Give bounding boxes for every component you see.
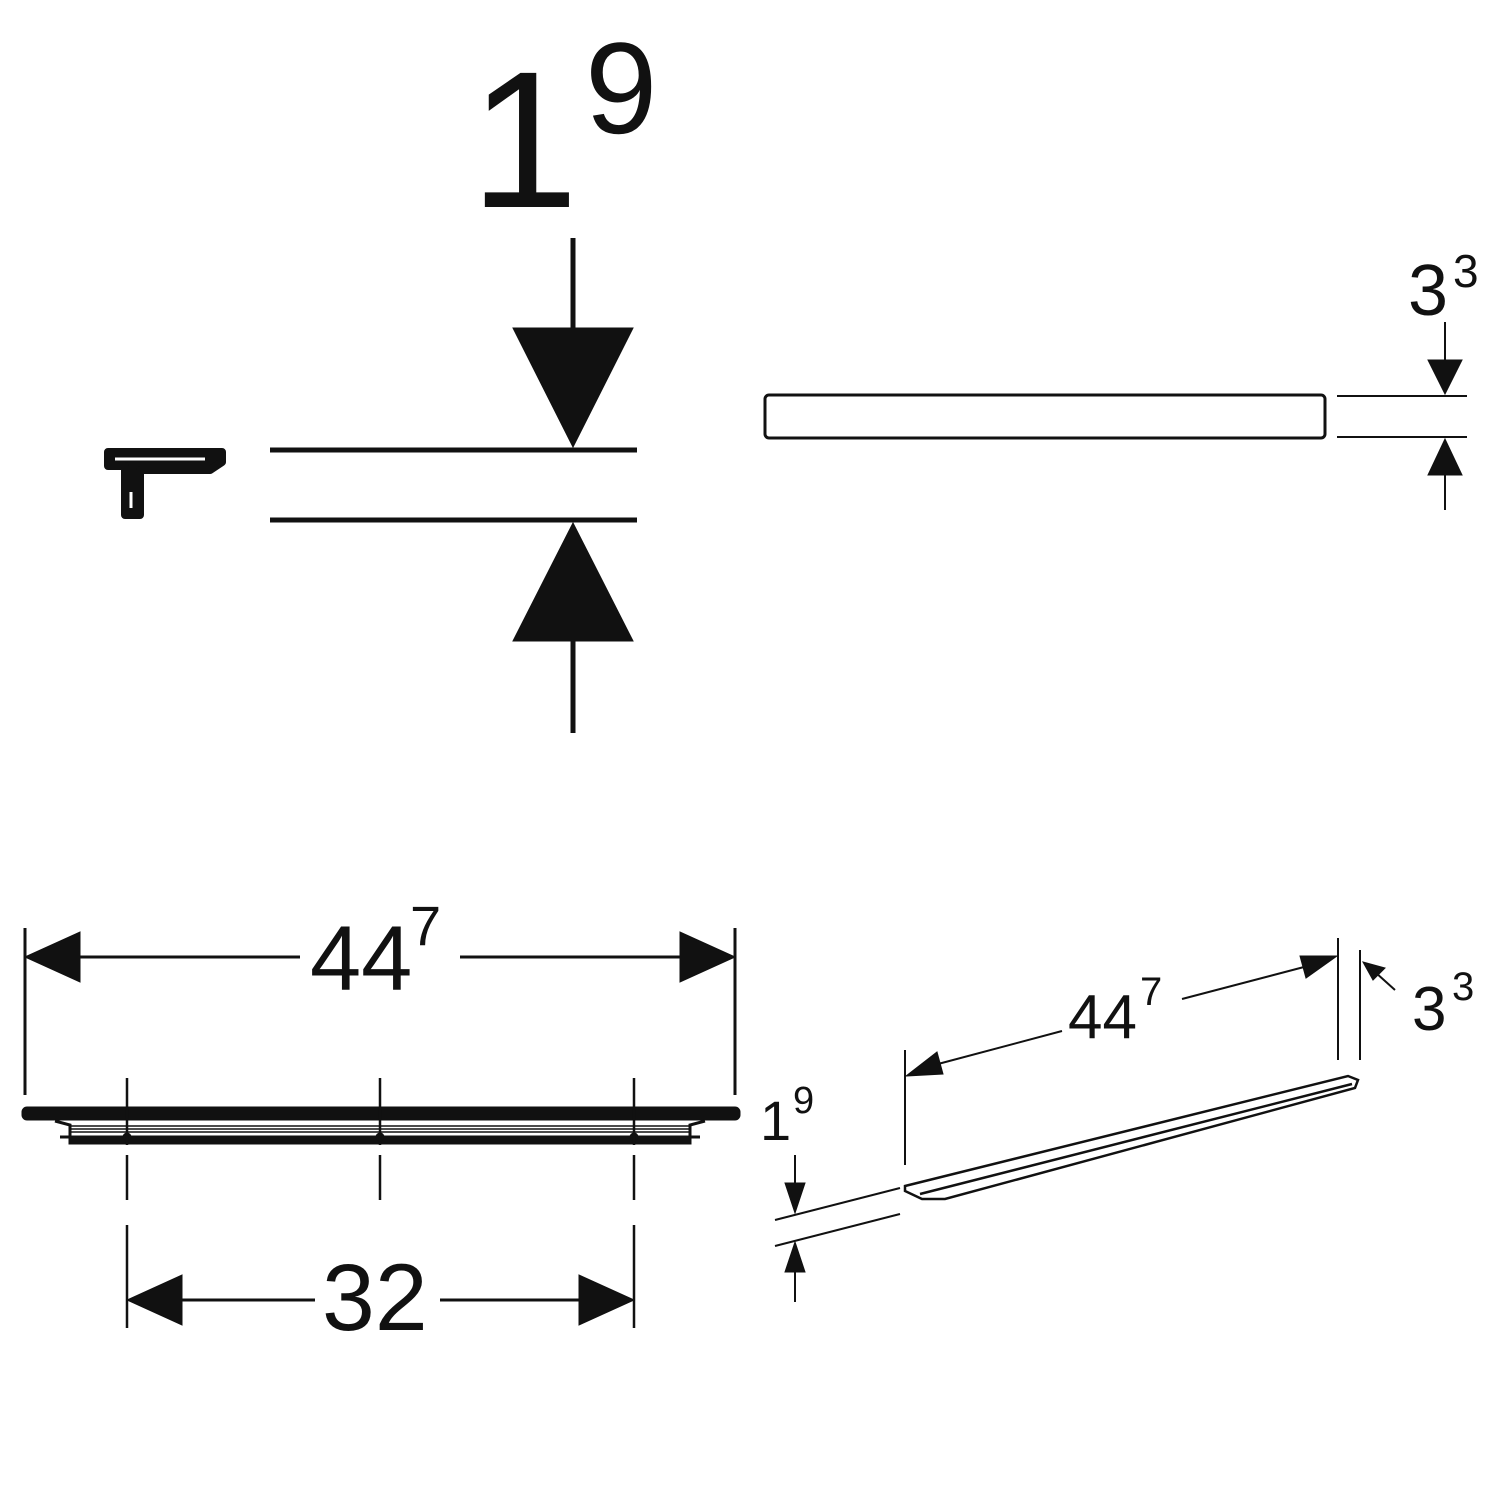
- iso-view-bar: [903, 1074, 1360, 1201]
- thickness-dimension: [270, 238, 637, 733]
- side-height-label: 3 3: [1408, 245, 1479, 331]
- side-height-dimension: [1337, 322, 1467, 510]
- hole-spacing-label: 32: [322, 1245, 428, 1351]
- side-view-bar: [763, 393, 1327, 440]
- iso-thickness-label: 1 9: [760, 1080, 814, 1152]
- iso-length-label: 44 7: [1068, 970, 1162, 1052]
- front-length-label: 44 7: [310, 894, 441, 1010]
- profile-section: [104, 448, 226, 519]
- thickness-label: 1 9: [470, 15, 657, 249]
- front-length-dimension: [23, 928, 737, 1095]
- hole-center-lines: [125, 1078, 636, 1328]
- hole-spacing-dimension: [125, 1274, 636, 1326]
- iso-length-dimension: [904, 938, 1339, 1165]
- iso-height-label: 3 3: [1412, 965, 1474, 1044]
- iso-thickness-dimension: [774, 1155, 901, 1302]
- iso-height-dimension: [1359, 950, 1396, 1060]
